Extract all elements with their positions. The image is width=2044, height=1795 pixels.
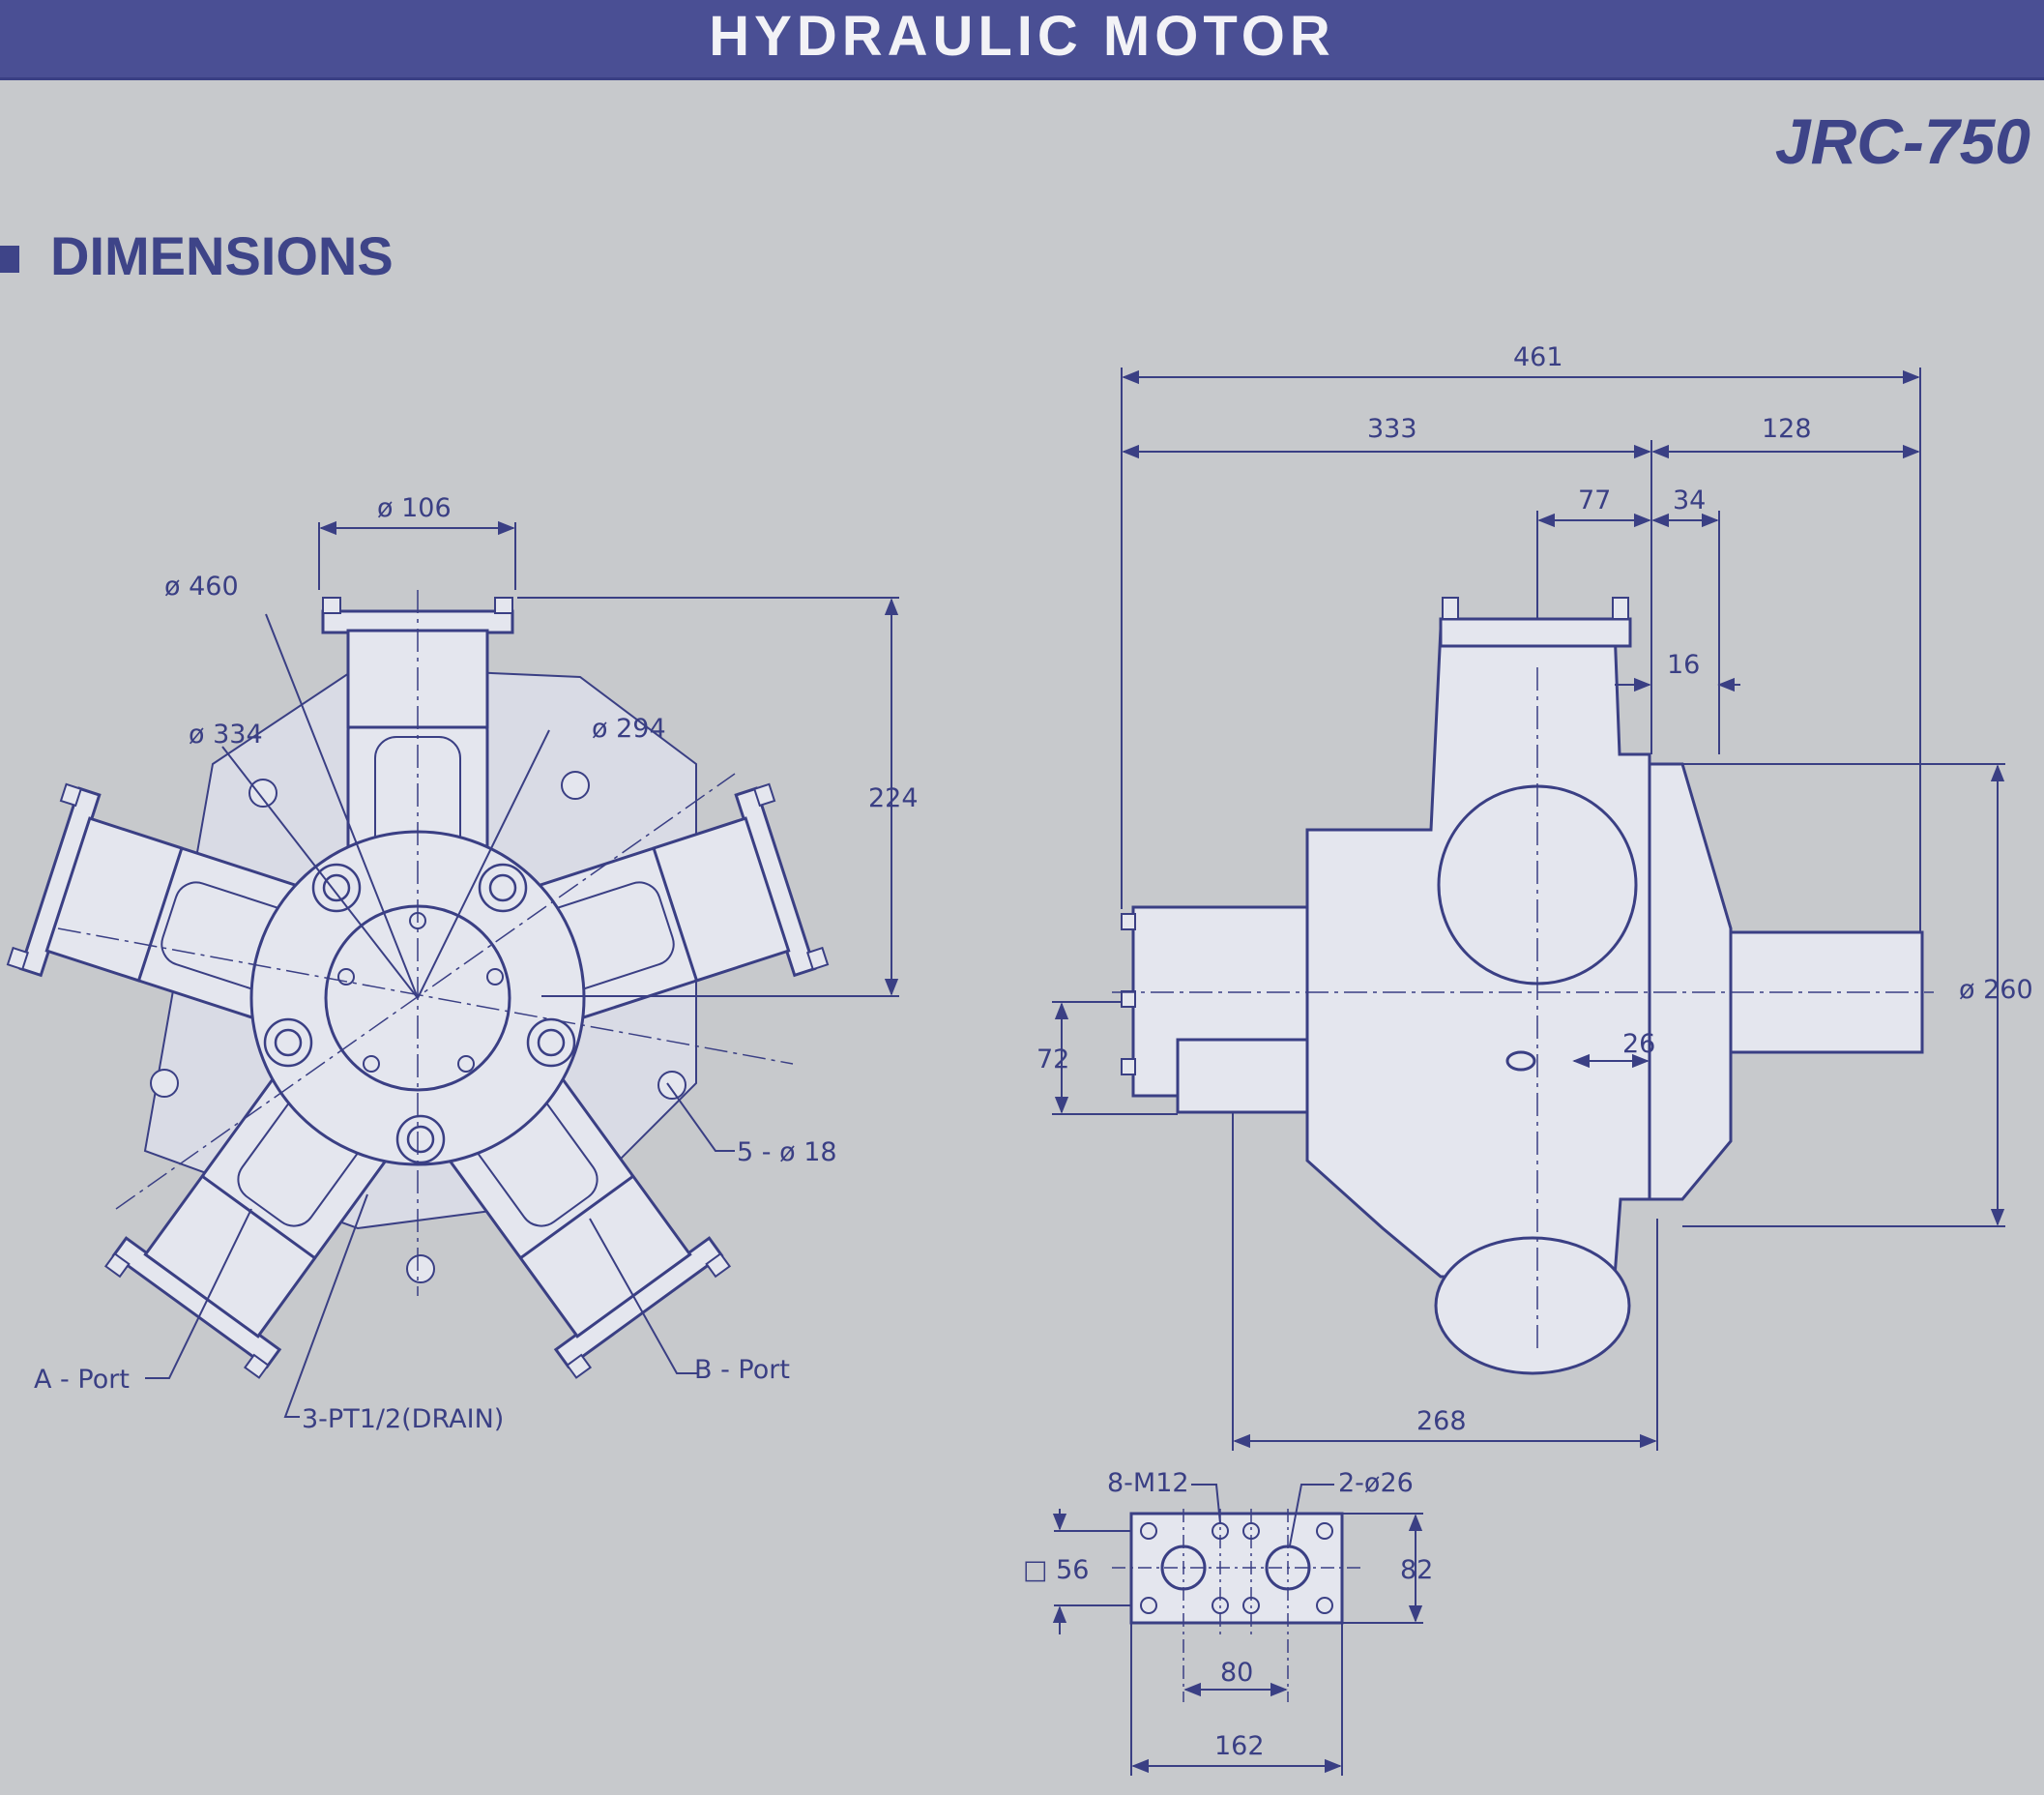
spacing-80-label: 80 — [1220, 1658, 1253, 1688]
dim-pilot-106: ø 106 — [377, 493, 452, 523]
dim-pcd-334: ø 334 — [189, 720, 263, 750]
flange-ribs — [1648, 762, 1733, 1201]
dim-72: 72 — [1037, 1045, 1069, 1074]
port-flange-labels: 8-M12 2-ø26 □ 56 82 80 162 — [1023, 1468, 1433, 1761]
rear-port-block — [1176, 1038, 1310, 1114]
front-view — [6, 590, 830, 1418]
height-82-label: 82 — [1400, 1555, 1433, 1585]
section-title: DIMENSIONS — [50, 225, 394, 286]
dim-outer-460: ø 460 — [164, 572, 239, 602]
rear-cover-bolts — [1121, 913, 1136, 1075]
flange-bolt-holes — [1140, 1522, 1333, 1614]
dim-34: 34 — [1673, 486, 1706, 515]
side-dimension-labels: 461 333 128 77 34 16 ø 260 26 72 268 — [1037, 342, 2033, 1436]
bolts-label: 8-M12 — [1107, 1468, 1189, 1498]
section-marker — [0, 246, 19, 273]
drain-label: 3-PT1/2(DRAIN) — [302, 1404, 504, 1434]
top-cylinder-cap — [1439, 617, 1632, 648]
port-boss-lower — [1434, 1236, 1631, 1375]
header-banner: HYDRAULIC MOTOR — [0, 0, 2044, 80]
dim-26: 26 — [1622, 1029, 1655, 1059]
dim-body-333: 333 — [1367, 414, 1417, 444]
dim-pilot-260: ø 260 — [1959, 975, 2033, 1005]
center-bolts — [337, 912, 504, 1073]
dim-height-224: 224 — [868, 783, 919, 813]
port-a-label: A - Port — [34, 1365, 130, 1395]
port-flange-dimensions — [1052, 1484, 1423, 1776]
dim-overall-461: 461 — [1513, 342, 1563, 372]
model-name: JRC-750 — [1774, 105, 2030, 177]
dim-77: 77 — [1578, 486, 1611, 515]
width-162-label: 162 — [1214, 1731, 1265, 1761]
hub-bolts — [263, 863, 576, 1164]
page-title: HYDRAULIC MOTOR — [709, 5, 1335, 68]
dim-pcd-294: ø 294 — [592, 714, 666, 744]
dim-shaft-128: 128 — [1762, 414, 1812, 444]
dim-268: 268 — [1416, 1406, 1467, 1436]
port-b-label: B - Port — [694, 1355, 790, 1385]
mount-holes-label: 5 - ø 18 — [737, 1137, 837, 1167]
side-view — [1112, 597, 1934, 1375]
mount-holes — [150, 771, 686, 1283]
side-dimensions — [1052, 368, 2005, 1451]
dim-16: 16 — [1667, 650, 1700, 680]
port-flange-view — [1112, 1509, 1363, 1702]
center-bore — [1505, 1050, 1536, 1072]
square-label: □ 56 — [1023, 1555, 1089, 1585]
front-dimensions — [318, 520, 899, 997]
front-dimension-labels: ø 106 ø 460 ø 334 ø 294 224 5 - ø 18 A -… — [34, 493, 919, 1434]
holes-label: 2-ø26 — [1338, 1468, 1414, 1498]
